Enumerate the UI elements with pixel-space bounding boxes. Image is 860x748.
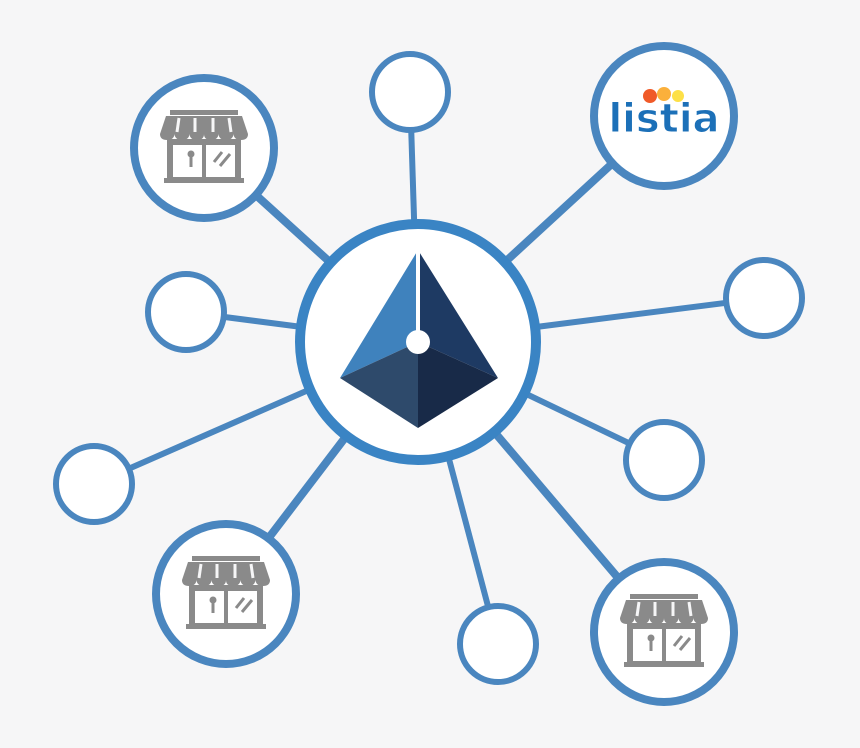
node-right	[723, 257, 805, 339]
connector-store-bottom-left	[265, 433, 350, 541]
node-bottom-ring	[457, 603, 539, 685]
connector-store-top-left	[253, 192, 334, 266]
node-bottom	[457, 603, 539, 685]
node-right-lower-ring	[623, 419, 705, 501]
connectors	[127, 129, 727, 609]
node-left-ring	[145, 271, 227, 353]
node-listia: listia	[590, 42, 738, 190]
listia-logo-text: listia	[608, 96, 719, 142]
node-store-bottom-right	[590, 558, 738, 706]
connector-left-lower	[127, 386, 312, 472]
node-top-ring	[369, 51, 451, 133]
pyramid-logo-icon	[340, 250, 498, 428]
outer-nodes: listia	[53, 42, 805, 706]
node-left-lower	[53, 443, 135, 525]
connector-right-lower	[523, 390, 632, 447]
node-listia-ring	[590, 42, 738, 190]
node-top	[369, 51, 451, 133]
connector-right	[534, 299, 727, 331]
connector-left	[223, 313, 302, 330]
node-right-lower	[623, 419, 705, 501]
node-left-lower-ring	[53, 443, 135, 525]
listia-dot-3	[672, 90, 684, 102]
hub-node	[295, 219, 541, 465]
connector-top	[408, 129, 418, 225]
connector-bottom	[445, 455, 492, 609]
listia-dot-1	[643, 89, 657, 103]
listia-logo: listia	[608, 87, 720, 143]
node-store-top-left	[130, 74, 278, 222]
node-store-bottom-left	[152, 520, 300, 668]
listia-dot-2	[657, 87, 671, 101]
node-left	[145, 271, 227, 353]
connector-listia	[502, 160, 616, 266]
connector-store-bottom-right	[491, 429, 622, 582]
node-right-ring	[723, 257, 805, 339]
